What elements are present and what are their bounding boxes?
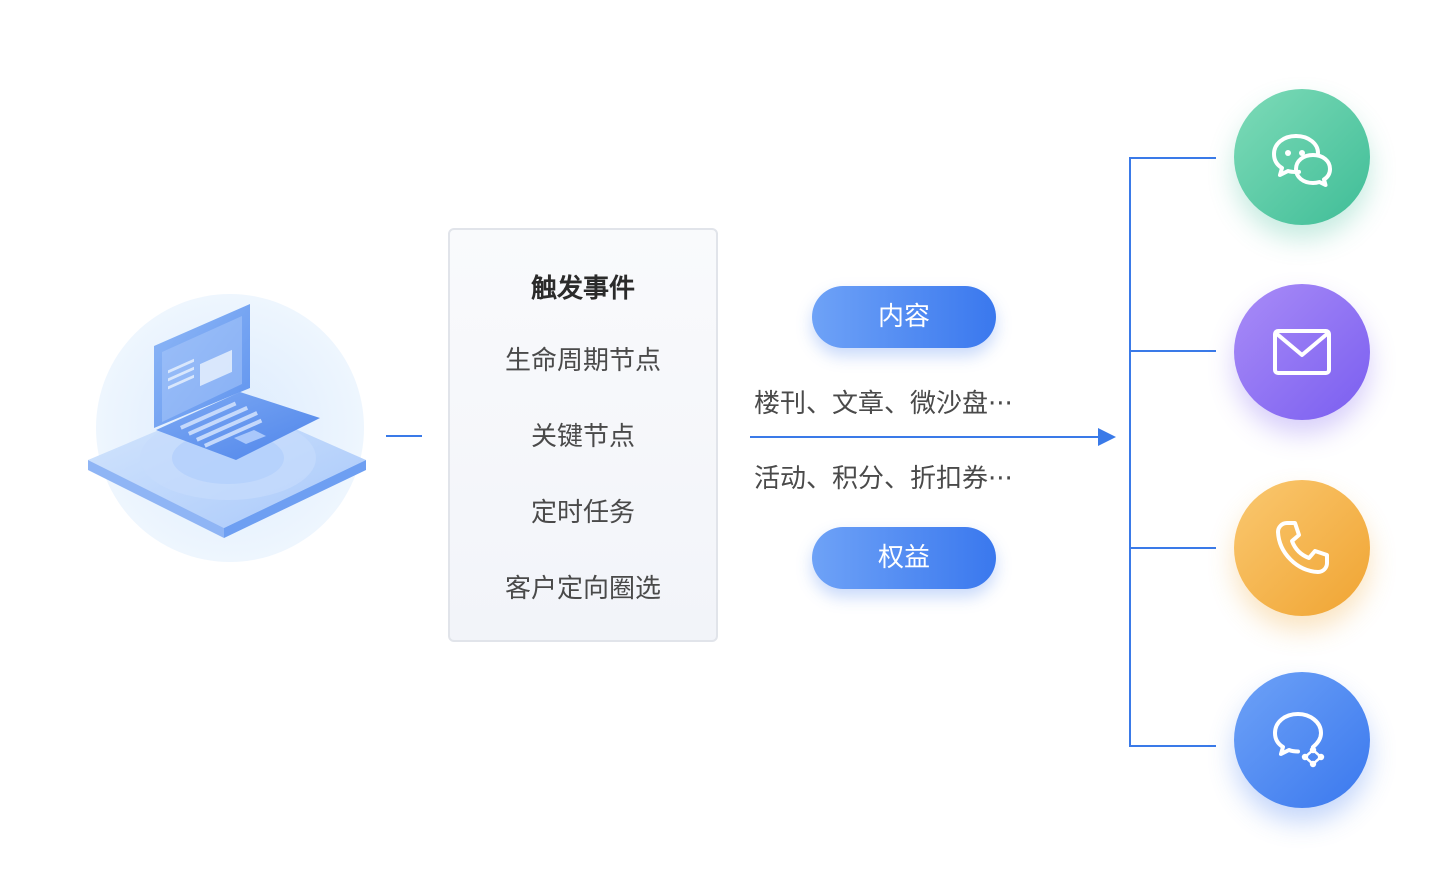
channel-bracket: [1129, 157, 1131, 747]
channel-branch: [1129, 157, 1216, 159]
laptop-illustration: [70, 280, 390, 580]
channel-branch: [1129, 350, 1216, 352]
content-caption: 楼刊、文章、微沙盘···: [754, 389, 1013, 419]
channel-wechat: [1234, 89, 1370, 225]
wechat-icon: [1272, 134, 1332, 187]
event-item: 定时任务: [530, 498, 635, 528]
connector-line: [386, 435, 422, 437]
laptop-icon: [88, 294, 366, 562]
trigger-events-list: 生命周期节点 关键节点 定时任务 客户定向圈选: [450, 342, 716, 646]
arrow-head-icon: [1098, 428, 1116, 446]
event-item: 客户定向圈选: [504, 574, 661, 604]
content-pill: 内容: [812, 286, 996, 348]
channel-phone: [1234, 480, 1370, 616]
channel-branch: [1129, 547, 1216, 549]
trigger-events-title: 触发事件: [530, 274, 635, 304]
wework-icon: [1273, 712, 1325, 768]
channel-mail: [1234, 284, 1370, 420]
channel-branch: [1129, 745, 1216, 747]
trigger-events-panel: 触发事件 生命周期节点 关键节点 定时任务 客户定向圈选: [448, 228, 718, 642]
flow-arrow-line: [750, 436, 1100, 438]
event-item: 关键节点: [530, 422, 635, 452]
channel-wework: [1234, 672, 1370, 808]
benefit-caption: 活动、积分、折扣券···: [754, 464, 1013, 494]
event-item: 生命周期节点: [504, 346, 661, 376]
phone-icon: [1276, 521, 1329, 574]
mail-icon: [1273, 329, 1331, 375]
benefit-pill: 权益: [812, 527, 996, 589]
